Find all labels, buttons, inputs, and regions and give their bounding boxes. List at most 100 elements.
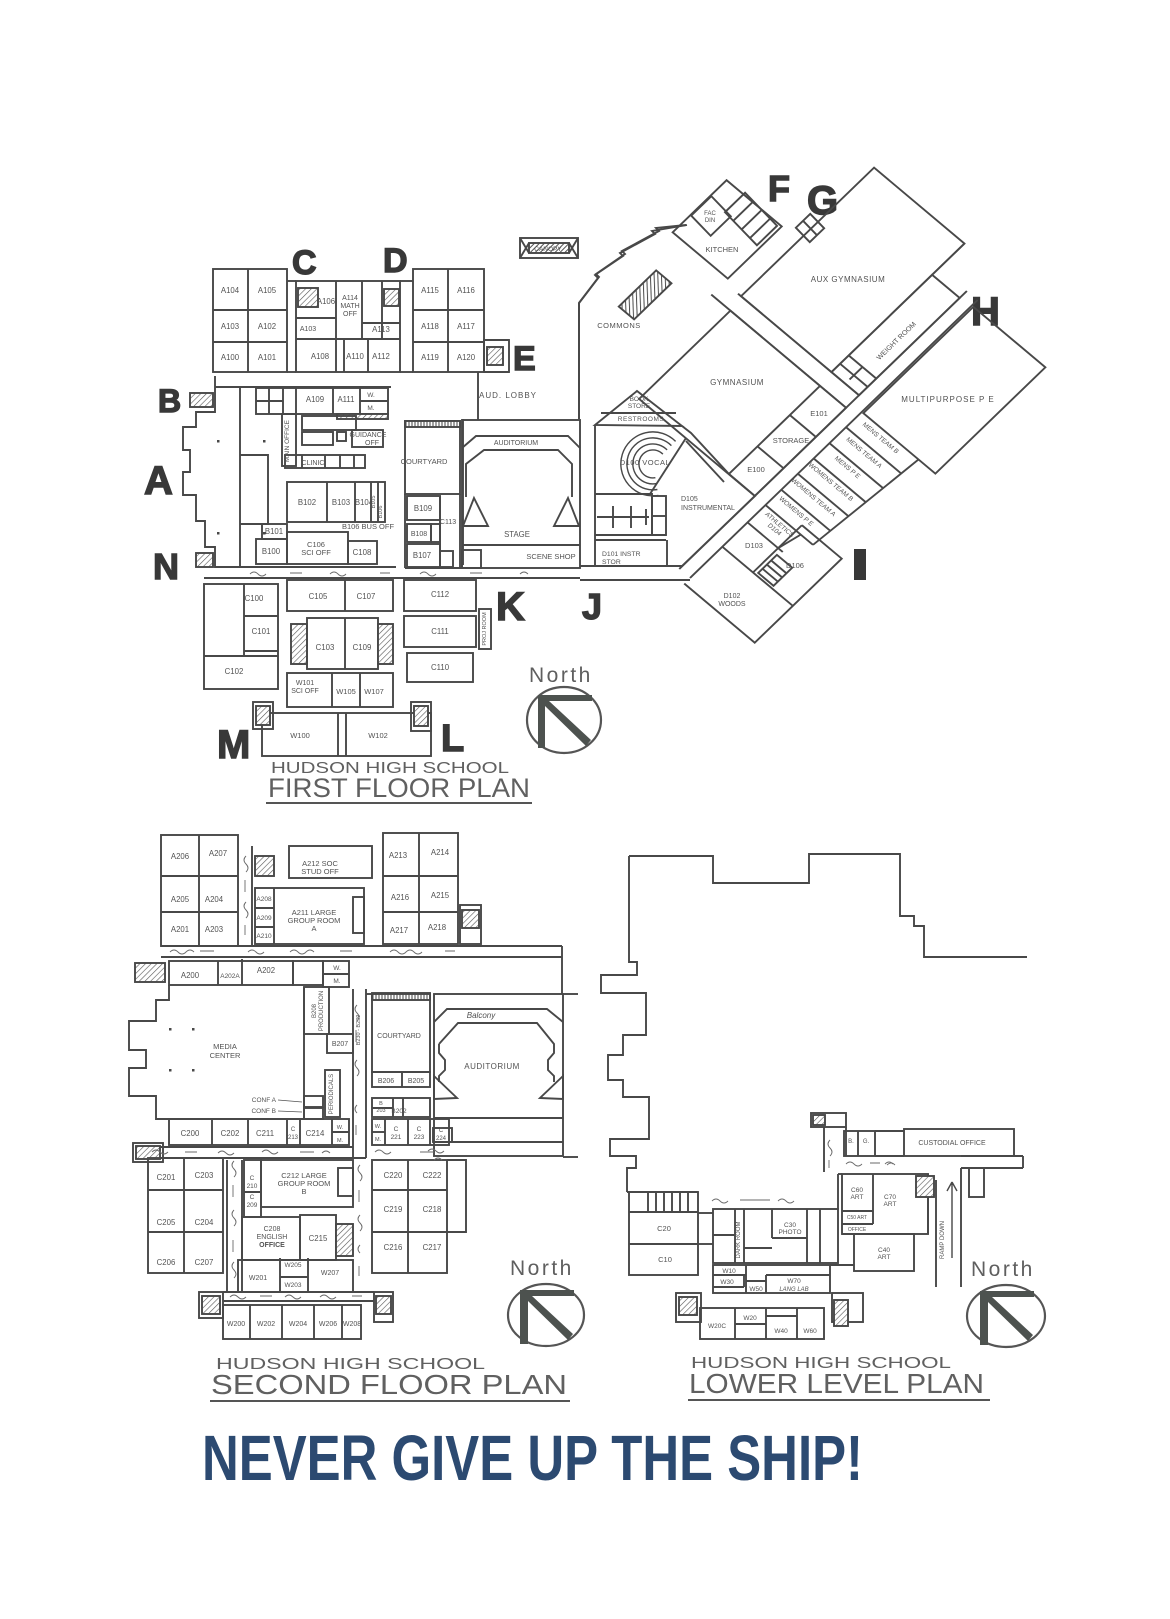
svg-text:C109: C109 [353, 643, 372, 652]
svg-text:C204: C204 [195, 1218, 214, 1227]
svg-text:A214: A214 [431, 848, 450, 857]
svg-text:AUD. LOBBY: AUD. LOBBY [479, 391, 537, 400]
svg-text:H: H [971, 290, 1000, 334]
svg-text:W10: W10 [722, 1268, 736, 1275]
svg-text:E101: E101 [810, 409, 828, 418]
svg-text:INSTRUMENTAL: INSTRUMENTAL [681, 505, 735, 512]
svg-text:W60: W60 [803, 1328, 817, 1335]
svg-text:C100: C100 [245, 594, 264, 603]
svg-text:AUDITORIUM: AUDITORIUM [494, 440, 538, 447]
svg-text:OFF: OFF [365, 440, 379, 447]
svg-text:D102: D102 [724, 593, 741, 600]
svg-text:C112: C112 [431, 590, 449, 599]
svg-text:LANG LAB: LANG LAB [779, 1287, 808, 1293]
svg-text:C208: C208 [264, 1226, 281, 1233]
svg-text:C220: C220 [384, 1171, 403, 1180]
svg-text:CUSTODIAL OFFICE: CUSTODIAL OFFICE [918, 1140, 986, 1147]
svg-text:A206: A206 [171, 852, 189, 861]
svg-text:C218: C218 [423, 1205, 442, 1214]
svg-text:M.: M. [367, 405, 374, 412]
svg-text:STORAGE: STORAGE [773, 436, 810, 445]
svg-text:C215: C215 [309, 1234, 328, 1243]
svg-text:A104: A104 [221, 286, 240, 295]
svg-text:B105: B105 [371, 496, 377, 509]
svg-text:GROUP ROOM: GROUP ROOM [288, 916, 341, 925]
svg-text:A201: A201 [171, 925, 189, 934]
svg-text:SECOND FLOOR PLAN: SECOND FLOOR PLAN [211, 1369, 567, 1400]
svg-text:A: A [311, 924, 316, 933]
svg-text:W207: W207 [321, 1270, 339, 1277]
svg-text:LOWER LEVEL PLAN: LOWER LEVEL PLAN [689, 1368, 984, 1399]
svg-text:C: C [417, 1126, 422, 1133]
svg-text:B.: B. [848, 1139, 854, 1145]
svg-text:C219: C219 [384, 1205, 403, 1214]
svg-text:A117: A117 [457, 322, 475, 331]
svg-text:A108: A108 [311, 352, 329, 361]
svg-text:B108: B108 [411, 531, 427, 538]
svg-text:C50 ART: C50 ART [847, 1215, 867, 1221]
svg-text:HUDSON HIGH SCHOOL: HUDSON HIGH SCHOOL [271, 760, 509, 777]
svg-text:FAC: FAC [704, 211, 716, 217]
svg-text:CLINIC: CLINIC [302, 460, 325, 467]
svg-text:C203: C203 [195, 1171, 214, 1180]
svg-text:C103: C103 [316, 643, 335, 652]
svg-text:COMMONS: COMMONS [597, 321, 641, 330]
svg-text:C110: C110 [431, 663, 450, 672]
svg-text:STOR: STOR [602, 559, 621, 566]
svg-text:C70: C70 [884, 1194, 896, 1201]
svg-text:North: North [971, 1258, 1035, 1281]
svg-text:OFFICE: OFFICE [259, 1242, 285, 1249]
svg-text:CENTER: CENTER [210, 1051, 241, 1060]
svg-text:B: B [158, 383, 181, 419]
svg-text:W30: W30 [720, 1279, 734, 1286]
svg-text:C200: C200 [181, 1129, 200, 1138]
svg-text:C: C [292, 244, 317, 282]
svg-text:B207: B207 [332, 1041, 348, 1048]
svg-text:OFFICE: OFFICE [848, 1227, 867, 1233]
svg-text:D100 VOCAL: D100 VOCAL [620, 458, 670, 467]
svg-text:M.: M. [333, 978, 340, 985]
svg-text:W50: W50 [749, 1286, 763, 1293]
svg-text:WEIGHT ROOM: WEIGHT ROOM [876, 321, 919, 361]
svg-text:224: 224 [436, 1136, 447, 1142]
svg-text:223: 223 [414, 1134, 425, 1141]
svg-text:A204: A204 [205, 895, 224, 904]
svg-text:W.: W. [333, 965, 341, 972]
svg-text:B202: B202 [391, 1108, 407, 1115]
svg-text:K: K [496, 585, 525, 629]
svg-text:C105: C105 [309, 592, 328, 601]
svg-text:W102: W102 [368, 731, 388, 740]
svg-text:C101: C101 [252, 627, 271, 636]
svg-text:C214: C214 [306, 1129, 325, 1138]
svg-text:C107: C107 [357, 592, 376, 601]
svg-text:B206: B206 [378, 1078, 394, 1085]
svg-text:W20: W20 [743, 1315, 757, 1322]
svg-text:SCI OFF: SCI OFF [301, 548, 331, 557]
svg-text:W107: W107 [364, 687, 384, 696]
svg-text:B205: B205 [408, 1078, 424, 1085]
svg-text:A202: A202 [257, 966, 275, 975]
svg-text:C: C [394, 1126, 399, 1133]
svg-text:D: D [383, 242, 408, 280]
svg-text:SCI OFF: SCI OFF [291, 688, 319, 695]
svg-text:W202: W202 [257, 1321, 275, 1328]
svg-text:W100: W100 [290, 731, 310, 740]
svg-text:A218: A218 [428, 923, 446, 932]
svg-text:Balcony: Balcony [467, 1011, 496, 1020]
svg-text:DIN: DIN [705, 218, 715, 224]
svg-text:203: 203 [376, 1108, 385, 1114]
svg-text:213: 213 [288, 1135, 299, 1141]
svg-text:A207: A207 [209, 849, 227, 858]
svg-text:C: C [250, 1194, 255, 1201]
svg-text:C: C [250, 1175, 255, 1182]
svg-text:North: North [529, 664, 593, 687]
svg-text:A210: A210 [256, 933, 272, 940]
svg-text:COURTYARD: COURTYARD [377, 1033, 421, 1040]
svg-text:C211: C211 [256, 1129, 274, 1138]
svg-text:HUDSON HIGH SCHOOL: HUDSON HIGH SCHOOL [691, 1355, 951, 1372]
svg-text:North: North [510, 1257, 574, 1280]
svg-text:D105: D105 [681, 496, 698, 503]
svg-text:B102: B102 [298, 498, 316, 507]
svg-text:W206: W206 [319, 1321, 337, 1328]
svg-text:221: 221 [391, 1134, 402, 1141]
